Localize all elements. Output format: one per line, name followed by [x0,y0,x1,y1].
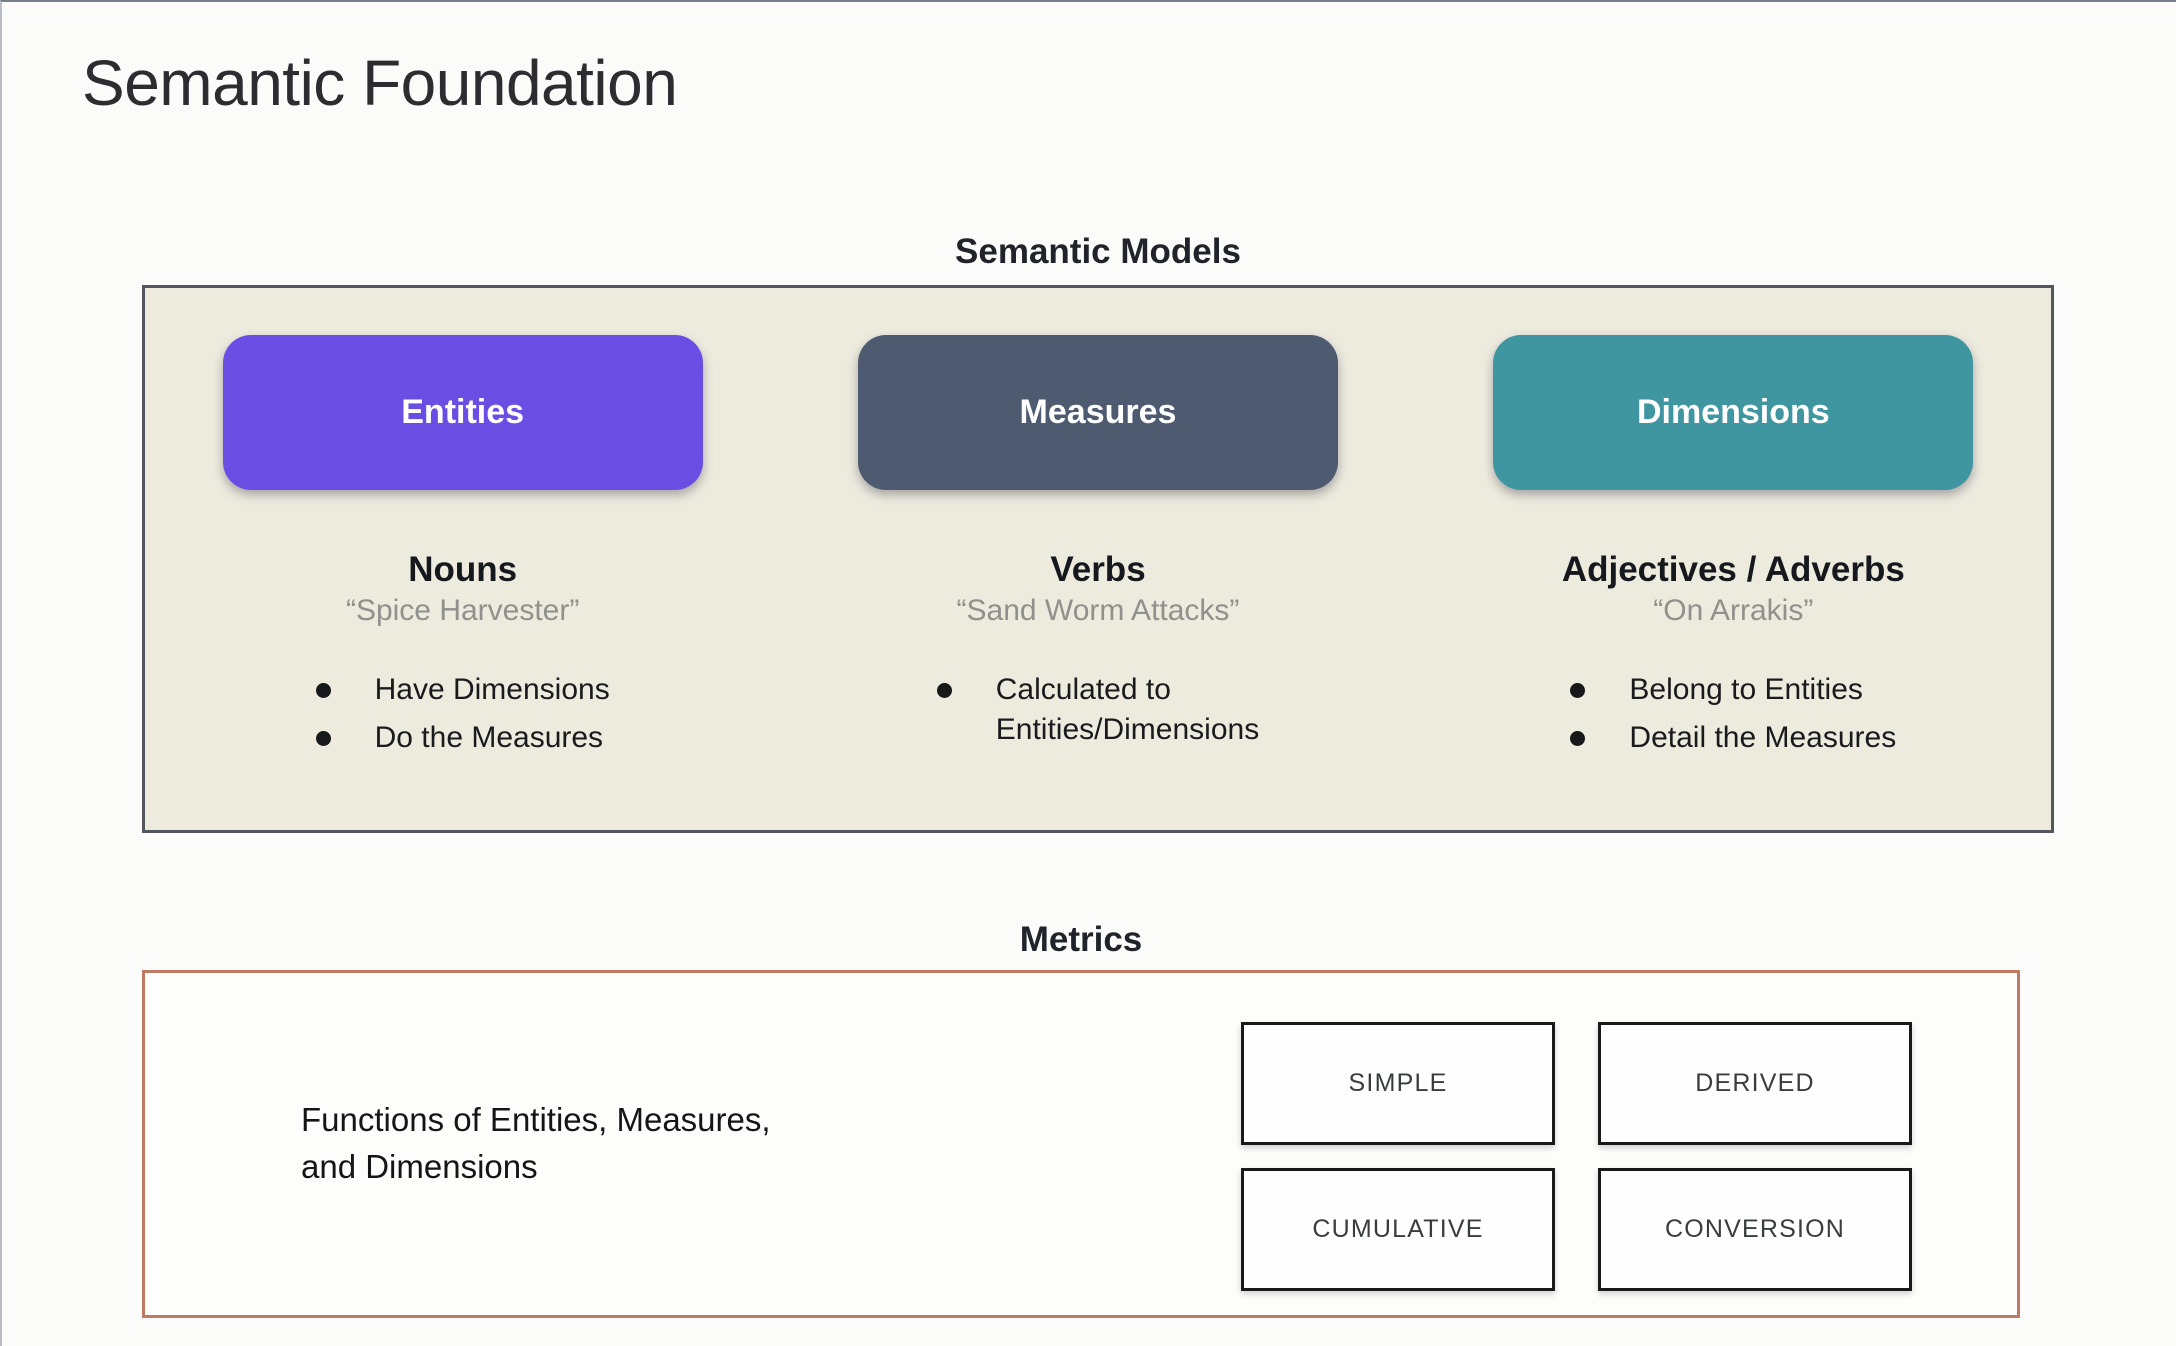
metric-type-simple: SIMPLE [1241,1022,1555,1145]
measures-box: Measures [857,335,1338,490]
list-item: Belong to Entities [1570,670,1896,710]
entities-example: “Spice Harvester” [345,594,580,627]
bullet-icon [315,683,331,698]
metric-type-conversion: CONVERSION [1598,1168,1912,1291]
list-item: Detail the Measures [1570,718,1896,758]
entities-part-of-speech: Nouns [408,550,518,589]
measures-column: Measures Verbs “Sand Worm Attacks” Calcu… [780,335,1415,830]
bullet-text: Calculated to Entities/Dimensions [995,673,1260,746]
dimensions-example: “On Arrakis” [1653,594,1814,627]
dimensions-bullet-list: Belong to Entities Detail the Measures [1570,670,1896,757]
metric-type-cumulative: CUMULATIVE [1241,1168,1555,1291]
entities-box: Entities [222,335,703,490]
dimensions-column: Dimensions Adjectives / Adverbs “On Arra… [1416,335,2051,830]
dimensions-part-of-speech: Adjectives / Adverbs [1561,550,1905,589]
metrics-description: Functions of Entities, Measures, and Dim… [301,1101,771,1185]
bullet-text: Do the Measures [374,720,604,754]
semantic-models-panel: Entities Nouns “Spice Harvester” Have Di… [142,285,2054,833]
measures-example: “Sand Worm Attacks” [956,594,1240,627]
bullet-text: Have Dimensions [374,673,610,706]
metric-type-derived: DERIVED [1598,1022,1912,1145]
measures-bullet-list: Calculated to Entities/Dimensions [936,670,1260,749]
metrics-heading: Metrics [1019,920,1143,959]
metric-types-grid: SIMPLE DERIVED CUMULATIVE CONVERSION [1241,1022,1912,1291]
semantic-models-heading: Semantic Models [955,232,1241,271]
bullet-icon [1570,683,1586,698]
page-title: Semantic Foundation [82,47,678,119]
list-item: Have Dimensions [315,670,610,710]
bullet-text: Belong to Entities [1629,673,1863,706]
bullet-icon [936,683,952,698]
bullet-icon [1570,730,1586,746]
metrics-panel: Functions of Entities, Measures, and Dim… [142,970,2020,1318]
list-item: Calculated to Entities/Dimensions [936,670,1260,749]
bullet-text: Detail the Measures [1629,720,1897,754]
measures-part-of-speech: Verbs [1050,550,1146,589]
dimensions-box: Dimensions [1493,335,1974,490]
entities-bullet-list: Have Dimensions Do the Measures [315,670,610,758]
entities-column: Entities Nouns “Spice Harvester” Have Di… [145,335,780,830]
bullet-icon [315,730,331,746]
list-item: Do the Measures [315,718,610,758]
